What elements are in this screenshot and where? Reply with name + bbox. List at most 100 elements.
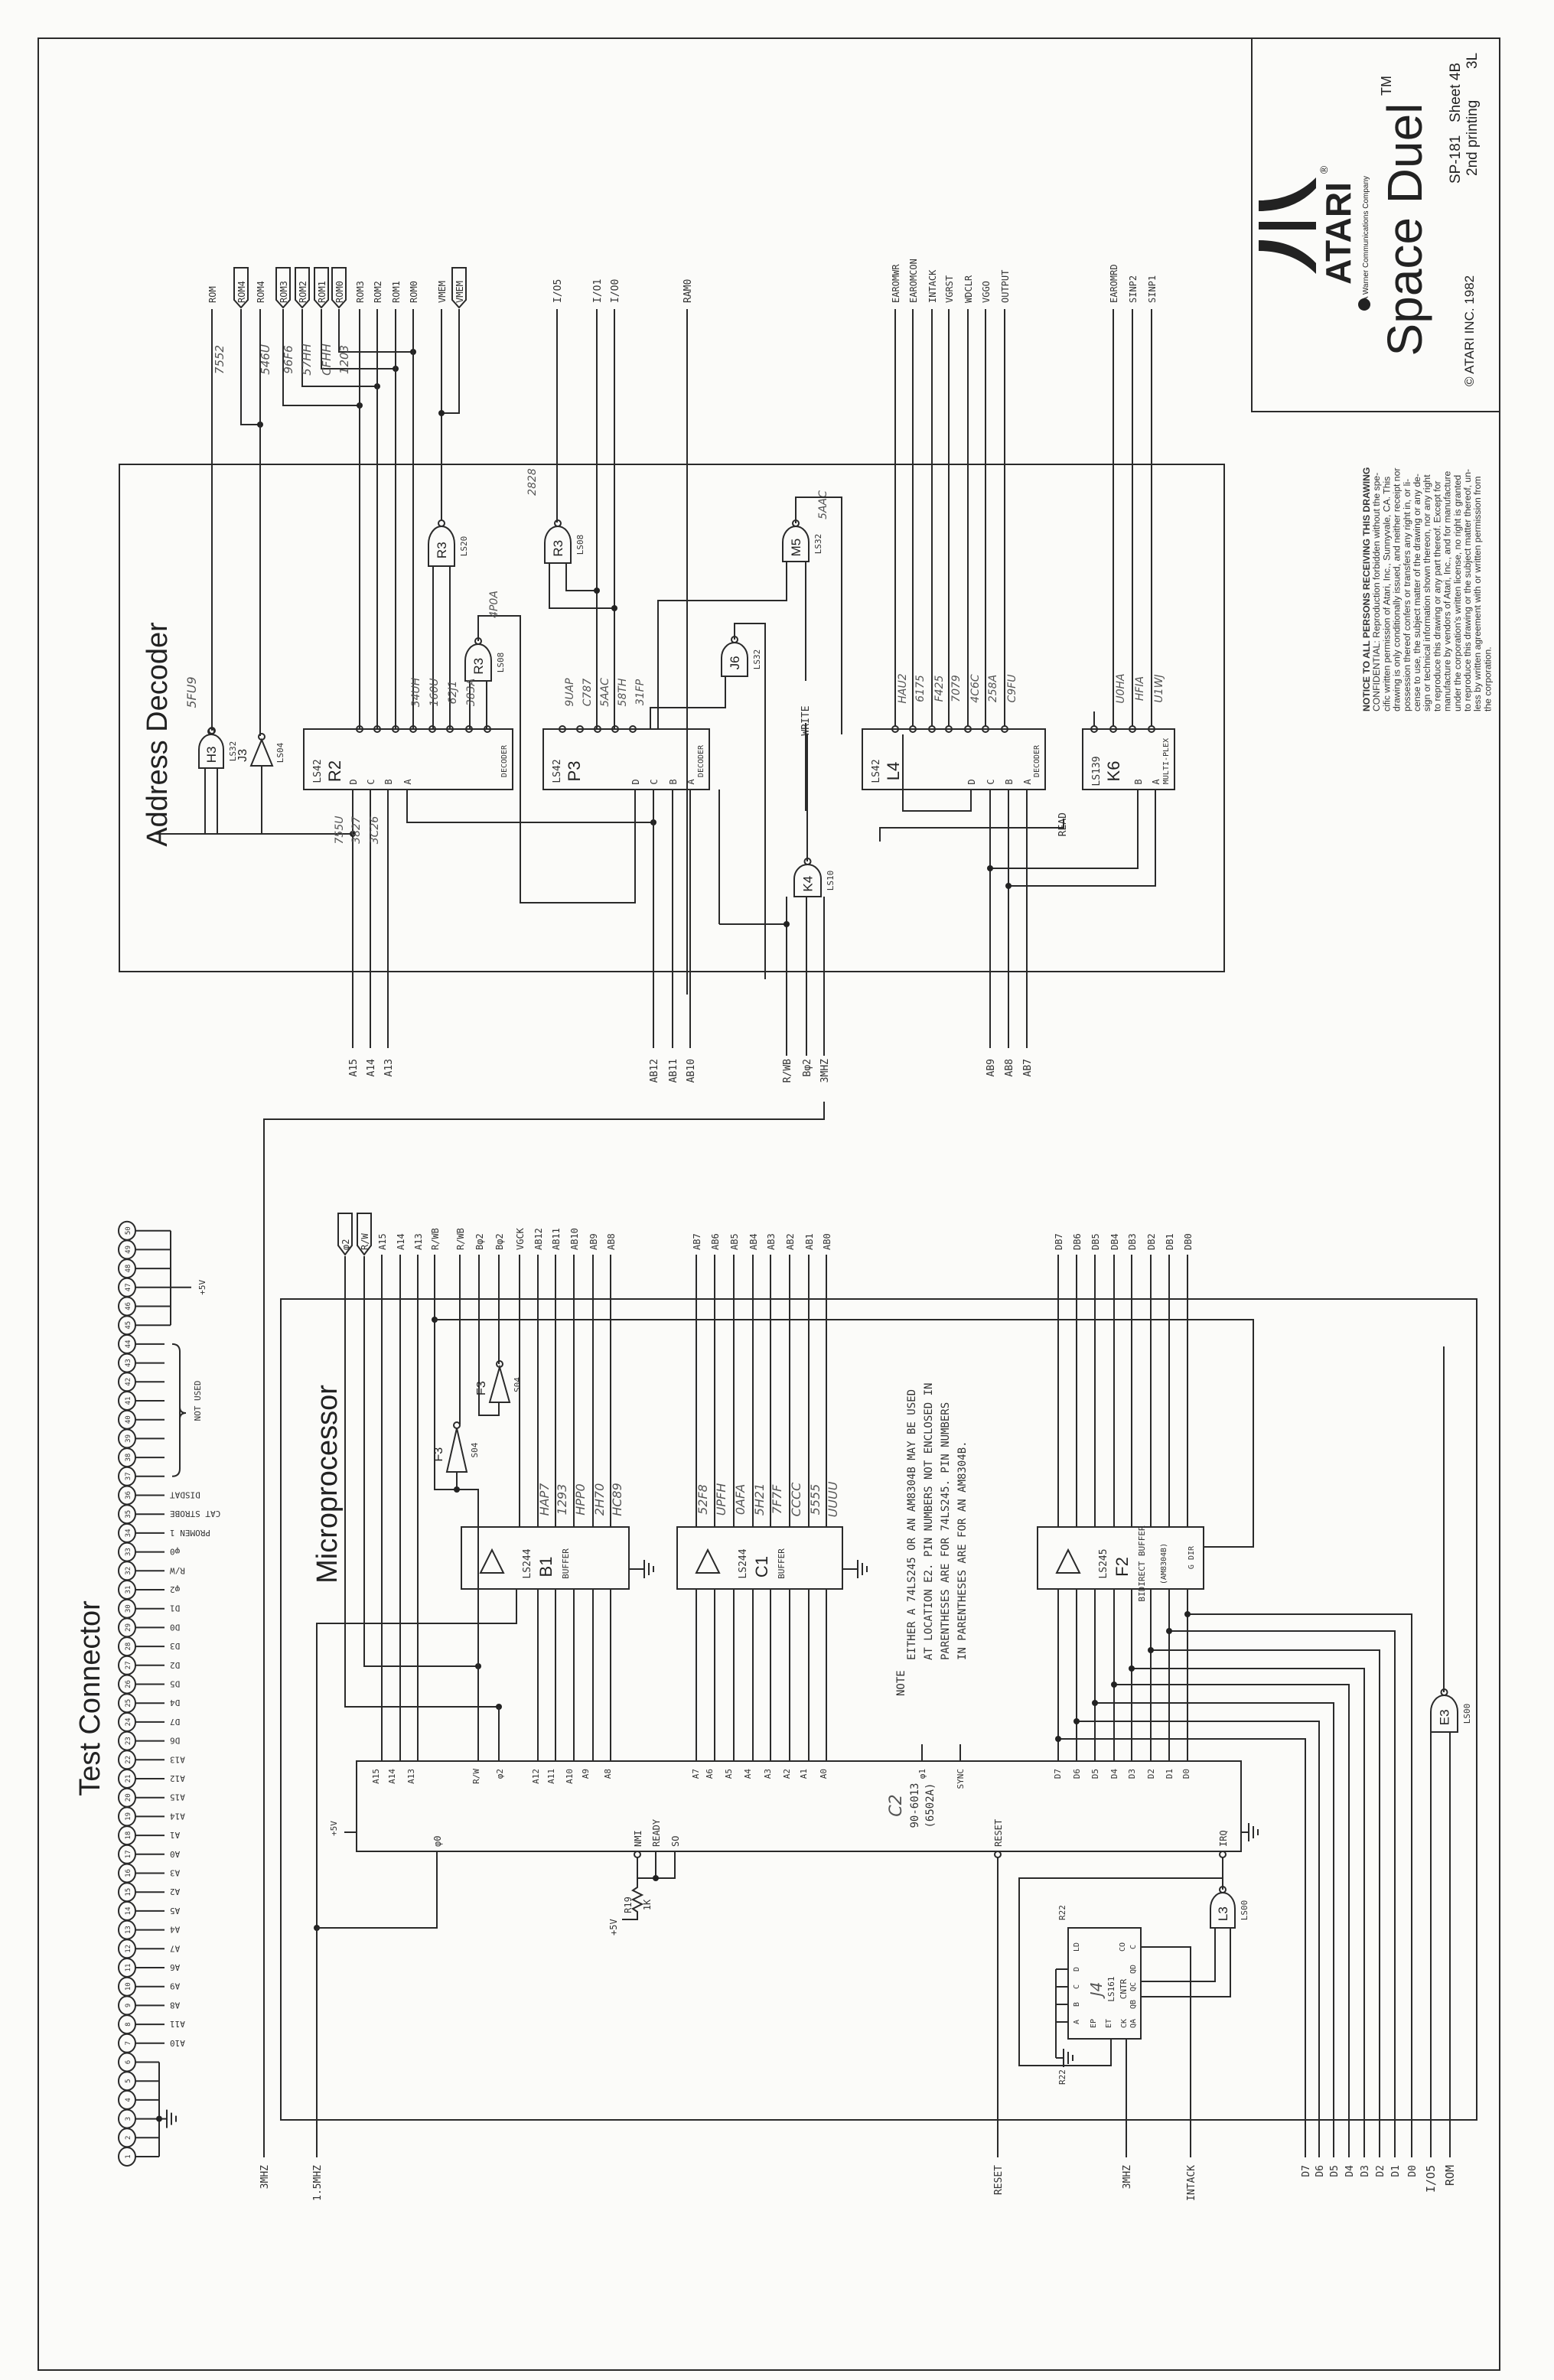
signal-label-intack: INTACK [927,269,938,303]
bus-label: AB2 [785,1233,796,1250]
pin-label: D [348,779,359,784]
gate-r3-ls08b-type: LS08 [575,535,585,555]
chip-signature: 258A [987,675,999,702]
chip-signature: 57HH [300,343,314,376]
junction-dot [1129,1665,1135,1672]
junction-dot [438,410,445,416]
chip-type: LS42 [312,759,324,783]
test-pin-label: D5 [170,1679,180,1689]
gate-k4-type: LS10 [826,871,836,891]
bottom-signal-label: 3MHZ [259,2165,271,2189]
cpu-pin-label: A8 [603,1769,613,1779]
chip-signature: 96F6 [282,345,295,373]
wire [338,309,413,353]
buffer-chip-c1 [676,1526,843,1590]
chip-signature: 52F8 [696,1484,710,1515]
bus-label: R/WB [455,1228,466,1250]
test-pin-label: D3 [170,1641,180,1651]
wire [478,1255,500,1416]
not-used-brace [171,1343,187,1477]
test-pin-number: 45 [125,1321,132,1330]
wire [240,309,260,425]
chip-signature: HFIA [1134,676,1146,701]
cpu-pin-label: A12 [531,1769,541,1784]
test-pin-number: 32 [125,1567,132,1575]
gate-e3-ref: E3 [1438,1709,1452,1725]
chip-alt-type: (AM8304B) [1160,1543,1168,1584]
test-pin-number: 6 [125,2060,132,2064]
test-pin-number: 17 [125,1850,132,1858]
section-title-address-decoder: Address Decoder [142,622,174,847]
bottom-signal-label: 3MHZ [1122,2165,1133,2189]
test-pin-number: 46 [125,1302,132,1310]
chip-ref: L4 [884,762,903,780]
notice-line: the corporation. [1482,646,1493,711]
wire [734,623,766,979]
junction-dot [1184,1611,1191,1617]
test-pin-label: D0 [170,1622,180,1632]
test-pin-number: 4 [125,2098,132,2102]
chip-function: BIDIRECT BUFFER [1137,1525,1147,1602]
inversion-bubble [409,725,417,733]
test-pin-number: 48 [125,1265,132,1273]
cpu-pin-label: RESET [993,1819,1004,1847]
notice-line: drawing is only conditionally issued, an… [1392,468,1403,711]
inversion-bubble [392,725,399,733]
inversion-bubble [1090,725,1098,733]
pin-label: B [1004,779,1015,784]
test-pin-label: D1 [170,1603,180,1613]
gate-r3-ls08-type: LS08 [496,653,506,673]
pin-label: D [966,779,977,784]
bus-label: AB12 [533,1228,544,1250]
pin-label: C [366,779,376,784]
inversion-bubble [891,725,899,733]
pullup-label: R22 [1057,2069,1067,2085]
signal-label-rom4: ROM4 [256,281,266,303]
bus-label: AB7 [692,1233,702,1250]
test-pin-number: 49 [125,1245,132,1254]
bus-label: AB10 [569,1228,580,1250]
test-pin-label: D6 [170,1736,180,1746]
chip-ref: C1 [752,1556,771,1577]
pin-label: B [668,779,679,784]
test-pin-number: 26 [125,1680,132,1688]
wire [1151,1649,1380,2157]
resistor-value: 1K [642,1899,653,1910]
chip-signature: U1WJ [1153,674,1165,702]
note-line: IN PARENTHESES ARE FOR AN AM8304B. [956,1441,969,1660]
wire [1132,1668,1365,2157]
test-pin-number: 11 [125,1964,132,1972]
cpu-pin-label: SO [670,1836,681,1847]
cpu-pin-label: IRQ [1218,1830,1229,1847]
wire [1114,1684,1350,2157]
cpu-pin-label: A0 [819,1769,829,1779]
test-pin-label: φ2 [170,1584,180,1594]
wire [1141,1946,1191,2157]
test-pin-number: 40 [125,1415,132,1424]
signal-label-wdclr: WDCLR [963,275,974,303]
gate-h3-type: LS32 [228,741,238,762]
counter-pin-label: CO [1119,1942,1127,1952]
signal-port-flag [314,267,329,309]
cpu-pin-label: A11 [546,1769,556,1784]
bottom-signal-label: 1.5MHZ [312,2165,324,2201]
test-pin-label: PROMEN 1 [170,1528,210,1538]
test-pin-label: A10 [170,2038,185,2048]
pin-label: B [1133,779,1144,784]
bottom-signal-label: D3 [1360,2165,1371,2177]
buffer-chip-b1 [461,1526,630,1590]
chip-signature: HC89 [610,1483,624,1516]
cpu-pin-label: A14 [387,1769,397,1784]
test-pin-number: 2 [125,2136,132,2140]
inversion-bubble [438,519,445,527]
counter-pin-label: CK [1120,2019,1129,2028]
gate-e3-type: LS00 [1462,1704,1472,1724]
signal-label-earomwr: EAROMWR [891,264,901,303]
gate-r3-ls08b-ref: R3 [551,540,565,557]
wire [317,1851,438,1929]
signal-label-sinp1: SINP1 [1147,275,1158,303]
bottom-signal-label: D0 [1407,2165,1419,2177]
chip-signature: 3827 [350,816,363,844]
counter-chip-j4 [1067,1927,1142,2040]
wire [282,309,360,406]
